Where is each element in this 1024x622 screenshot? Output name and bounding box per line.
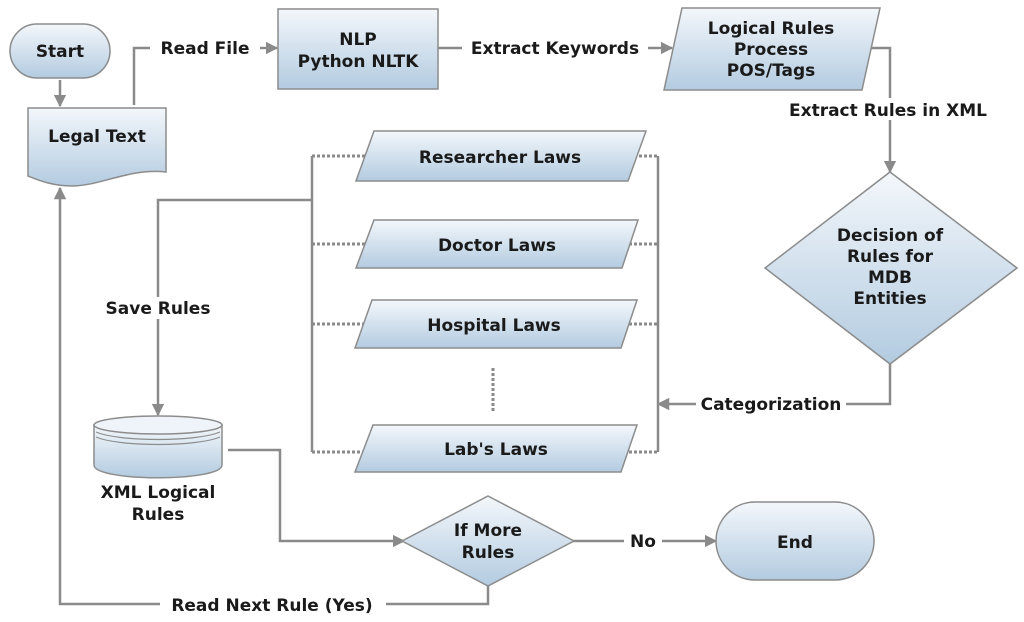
store-to-decision-connector — [228, 448, 406, 548]
decision-label-3: MDB — [868, 268, 912, 288]
start-node: Start — [9, 23, 111, 79]
researcher-laws-node: Researcher Laws — [354, 130, 648, 182]
save-rules-connector — [151, 198, 312, 417]
decision-label-1: Decision of — [837, 226, 944, 246]
hospital-laws-label: Hospital Laws — [427, 316, 561, 336]
no-label: No — [630, 532, 656, 552]
xml-store-node: XML Logical Rules — [93, 415, 223, 525]
xml-store-label-2: Rules — [132, 505, 185, 525]
decision-label-4: Entities — [853, 289, 926, 309]
labs-laws-node: Lab's Laws — [353, 424, 639, 473]
xml-store-label-1: XML Logical — [101, 483, 216, 503]
categorization-label: Categorization — [701, 395, 842, 415]
more-rules-node: If More Rules — [400, 495, 576, 587]
decision-node: Decision of Rules for MDB Entities — [763, 171, 1019, 365]
read-file-label: Read File — [161, 39, 250, 59]
end-label: End — [777, 533, 813, 553]
save-rules-label: Save Rules — [106, 299, 211, 319]
extract-rules-label: Extract Rules in XML — [789, 101, 987, 121]
extract-keywords-label: Extract Keywords — [471, 39, 639, 59]
more-rules-label-2: Rules — [462, 543, 515, 563]
start-label: Start — [36, 42, 84, 62]
legal-text-label: Legal Text — [48, 127, 146, 147]
end-node: End — [715, 501, 875, 581]
doctor-laws-label: Doctor Laws — [438, 236, 556, 256]
read-next-label: Read Next Rule (Yes) — [171, 596, 372, 616]
logical-rules-node: Logical Rules Process POS/Tags — [663, 7, 881, 91]
nlp-label-2: Python NLTK — [298, 52, 420, 72]
hospital-laws-node: Hospital Laws — [353, 299, 639, 349]
labs-laws-label: Lab's Laws — [444, 440, 548, 460]
researcher-laws-label: Researcher Laws — [419, 148, 581, 168]
logical-rules-label-2: Process — [734, 40, 808, 60]
nlp-label-1: NLP — [339, 30, 377, 50]
decision-label-2: Rules for — [847, 247, 934, 267]
logical-rules-label-1: Logical Rules — [708, 19, 834, 39]
more-rules-label-1: If More — [454, 521, 522, 541]
edge-labels: Read File Extract Keywords Extract Rules… — [100, 36, 994, 616]
doctor-laws-node: Doctor Laws — [354, 219, 640, 269]
nlp-node: NLP Python NLTK — [277, 8, 439, 90]
legal-text-node: Legal Text — [27, 107, 167, 187]
logical-rules-label-3: POS/Tags — [727, 61, 816, 81]
